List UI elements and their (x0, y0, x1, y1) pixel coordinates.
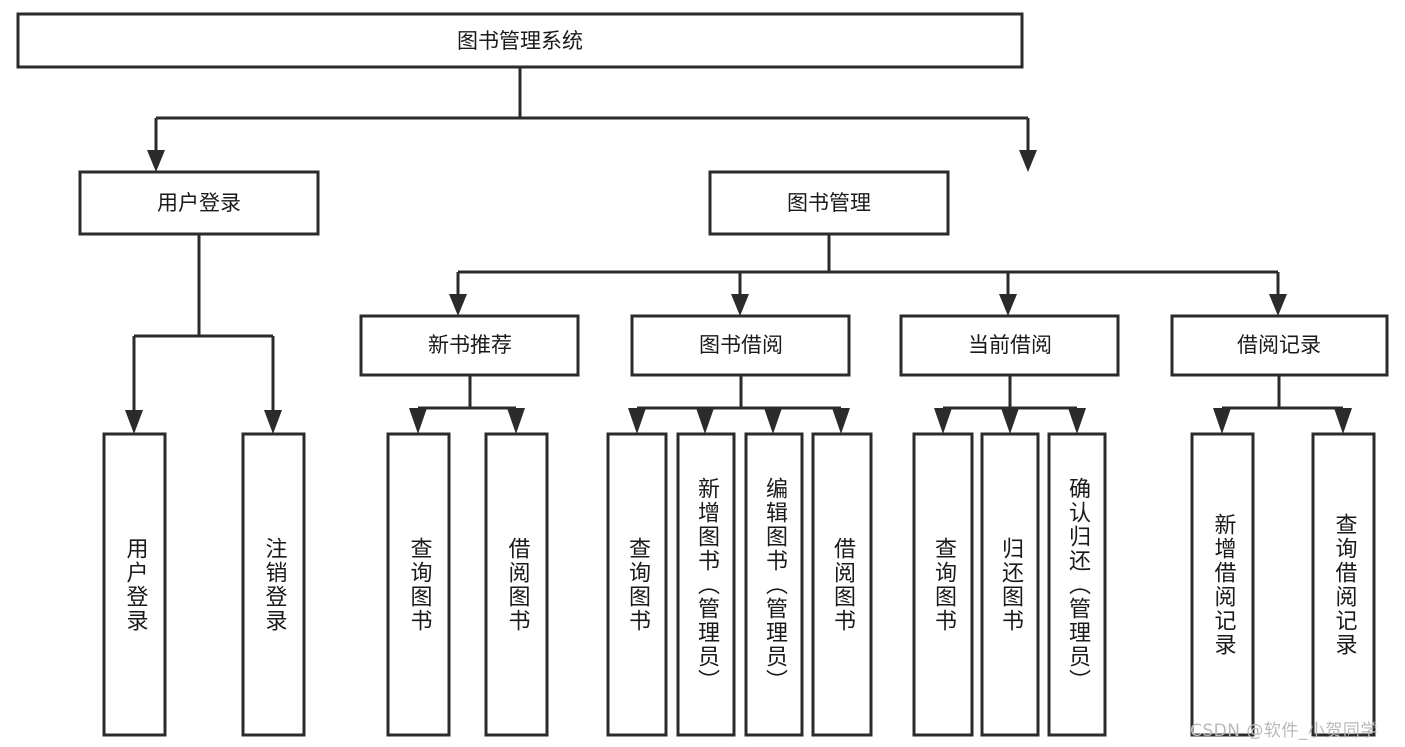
arrow-book-borrow (731, 294, 749, 316)
current-borrow-box (899, 314, 1120, 377)
leaf-box-nb-borrow[interactable] (484, 432, 549, 737)
new-book-recommend-box (359, 314, 580, 377)
root-box (16, 12, 1024, 69)
current-borrow-label: 当前借阅 (968, 333, 1052, 357)
arrow-nb-2 (507, 408, 525, 434)
borrow-records-label: 借阅记录 (1237, 333, 1321, 357)
root-label: 图书管理系统 (457, 29, 583, 53)
arrow-nb-1 (409, 408, 427, 434)
leaf-box-bb-borrow[interactable] (811, 432, 873, 737)
node-root-system[interactable]: 图书管理系统 (16, 12, 1024, 69)
user-login-label: 用户登录 (157, 191, 241, 215)
arrow-new-book (449, 294, 467, 316)
arrow-cb-2 (1001, 408, 1019, 434)
arrow-bb-2 (696, 408, 714, 434)
book-management-box (708, 170, 950, 236)
arrow-bb-3 (764, 408, 782, 434)
leaf-box-logout[interactable] (241, 432, 306, 737)
leaf-box-br-query[interactable] (1311, 432, 1376, 737)
arrow-bb-1 (628, 408, 646, 434)
node-new-book-recommend[interactable]: 新书推荐 (359, 314, 580, 377)
arrow-cb-1 (934, 408, 952, 434)
node-user-login[interactable]: 用户登录 (78, 170, 320, 236)
arrow-bb-4 (832, 408, 850, 434)
leaf-box-br-add[interactable] (1190, 432, 1255, 737)
arrow-leaf-user-login (125, 410, 143, 434)
borrow-records-box (1170, 314, 1389, 377)
leaf-box-cb-return[interactable] (980, 432, 1040, 737)
leaf-box-cb-query[interactable] (912, 432, 974, 737)
arrow-br-1 (1213, 408, 1231, 434)
csdn-watermark: CSDN @软件_小贺同学 (1190, 721, 1378, 741)
arrow-current-borrow (999, 294, 1017, 316)
node-borrow-records[interactable]: 借阅记录 (1170, 314, 1389, 377)
leaf-box-cb-confirm[interactable] (1047, 432, 1107, 737)
arrow-cb-3 (1068, 408, 1086, 434)
leaf-box-bb-edit[interactable] (744, 432, 804, 737)
arrow-borrow-records (1269, 294, 1287, 316)
node-book-management[interactable]: 图书管理 (708, 170, 950, 236)
book-borrow-box (630, 314, 851, 377)
arrow-leaf-logout (264, 410, 282, 434)
new-book-recommend-label: 新书推荐 (428, 333, 512, 357)
node-current-borrow[interactable]: 当前借阅 (899, 314, 1120, 377)
book-borrow-label: 图书借阅 (699, 333, 783, 357)
leaf-box-user-login[interactable] (102, 432, 167, 737)
leaf-box-nb-query[interactable] (386, 432, 451, 737)
arrow-user-login (147, 150, 165, 172)
arrow-book-mgmt (1019, 150, 1037, 172)
leaf-box-bb-add[interactable] (676, 432, 736, 737)
arrow-br-2 (1334, 408, 1352, 434)
node-book-borrow[interactable]: 图书借阅 (630, 314, 851, 377)
leaf-box-bb-query[interactable] (606, 432, 668, 737)
book-management-label: 图书管理 (787, 191, 871, 215)
